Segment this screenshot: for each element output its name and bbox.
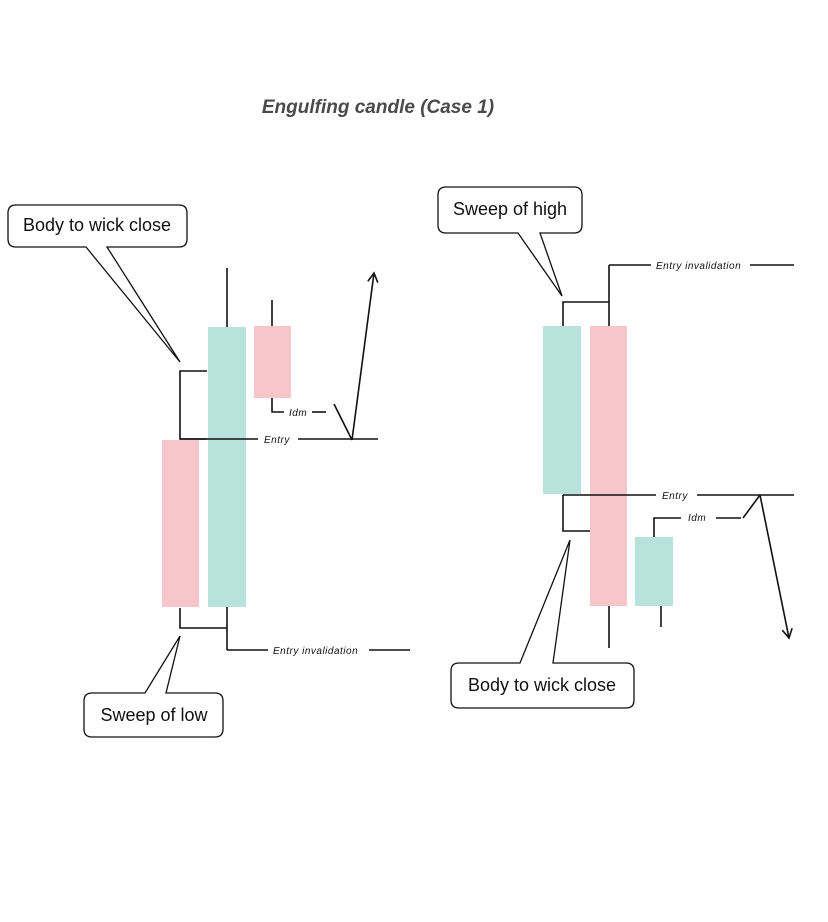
right-idm-label: Idm — [688, 513, 706, 524]
right-diagram: Entry invalidation Entry Idm Sweep of hi… — [437, 186, 794, 709]
right-bear-candle — [590, 326, 627, 606]
left-sweep-low-bracket — [179, 608, 227, 629]
left-callout-top-text: Body to wick close — [23, 215, 171, 235]
right-target-arrow-up — [742, 494, 761, 519]
left-diagram: Entry Idm Entry invalidation Body to wic… — [7, 204, 410, 738]
left-callout-top-bubble — [7, 204, 188, 363]
right-target-arrow-down — [759, 494, 793, 640]
left-idm-marker — [271, 398, 284, 413]
left-bull-candle — [208, 327, 246, 607]
right-invalidation-label: Entry invalidation — [656, 261, 741, 272]
right-callout-bottom-bubble — [450, 539, 635, 709]
diagram-title: Engulfing candle (Case 1) — [262, 97, 494, 118]
left-idm-label: Idm — [289, 408, 307, 419]
left-target-arrow-down — [333, 403, 353, 441]
left-body-wick-bracket — [179, 370, 207, 440]
left-invalidation-label: Entry invalidation — [273, 646, 358, 657]
right-body-wick-bracket — [562, 495, 590, 532]
right-callout-top-text: Sweep of high — [453, 199, 567, 219]
left-bear-candle — [162, 440, 199, 607]
left-idm-candle — [254, 326, 291, 398]
left-callout-bottom-text: Sweep of low — [100, 705, 208, 725]
right-sweep-high-bracket — [562, 301, 609, 326]
right-idm-candle — [635, 537, 673, 606]
left-callout-bottom-bubble — [83, 635, 224, 738]
right-idm-marker — [653, 517, 681, 537]
right-bull-candle — [543, 326, 581, 494]
right-callout-top-bubble — [437, 186, 583, 297]
left-target-arrow-up — [351, 271, 379, 441]
right-entry-label: Entry — [662, 491, 688, 502]
right-callout-bottom-text: Body to wick close — [468, 675, 616, 695]
left-entry-label: Entry — [264, 435, 290, 446]
